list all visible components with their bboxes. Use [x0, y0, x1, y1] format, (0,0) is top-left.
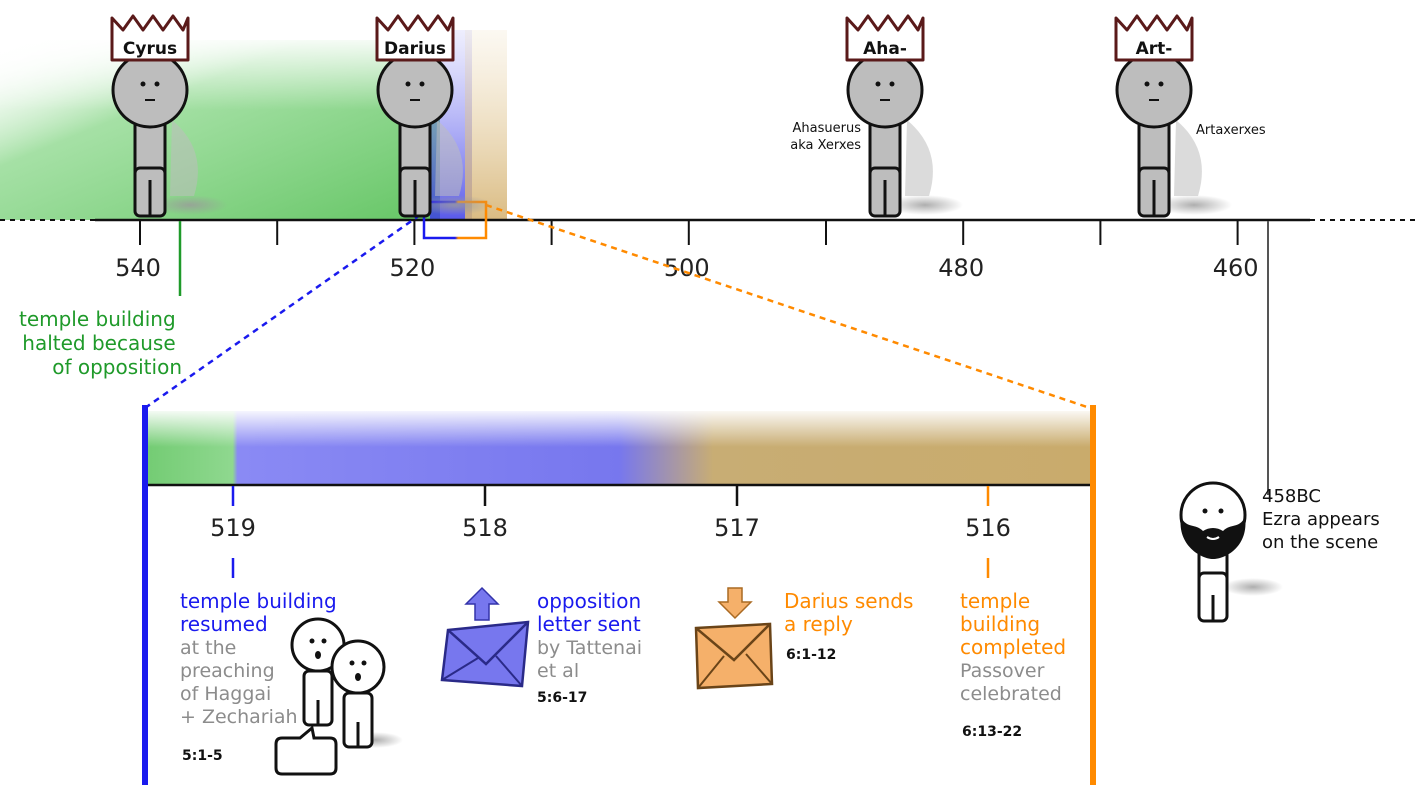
envelope-received-icon — [694, 587, 774, 690]
king-figure: Darius — [375, 14, 493, 218]
king-fullname-line: Ahasuerus — [793, 121, 862, 136]
king-crown-label: Art- — [1136, 39, 1173, 59]
king-shadow — [152, 195, 228, 215]
main-axis-tick-label: 480 — [938, 254, 984, 282]
zoom-connector-blue — [144, 213, 421, 410]
king-head — [846, 51, 924, 129]
main-timeline: 540 520 500 480 460 — [0, 218, 1415, 282]
king-head — [111, 51, 189, 129]
zoom-color-bar-fade — [148, 411, 1090, 447]
crown-icon — [375, 14, 455, 62]
speech-bubble-icon — [274, 725, 338, 776]
king-figure: Aha- Ahasuerus aka Xerxes — [790, 14, 963, 218]
zoom-axis-tick-label: 516 — [965, 514, 1011, 542]
main-axis-tick-label: 520 — [389, 254, 435, 282]
event-resumed-ref: 5:1-5 — [182, 748, 223, 764]
ezra-shadow — [1223, 578, 1283, 596]
zoom-connector-orange — [485, 203, 1091, 410]
zoom-panel: 519 518 517 516 temple building resumed at … — [142, 405, 1096, 785]
event-letter-detail: by Tattenai et al — [537, 637, 648, 682]
main-axis-tick-label: 540 — [115, 254, 161, 282]
king-head — [376, 51, 454, 129]
main-axis-tick-label: 460 — [1213, 254, 1259, 282]
king-crown-label: Aha- — [863, 39, 907, 59]
cyrus-period-shade-fade — [0, 40, 440, 110]
event-reply-title: Darius sends a reply — [784, 589, 920, 636]
envelope-sent-icon — [440, 586, 530, 688]
main-axis-tick-label: 500 — [664, 254, 710, 282]
king-crown-label: Darius — [384, 39, 446, 59]
completion-period-shade — [465, 30, 507, 220]
ezra-label-line: 458BC — [1262, 486, 1321, 507]
ezra-label-line: Ezra appears — [1262, 509, 1380, 530]
arrow-up-icon — [464, 586, 500, 621]
event-completed-ref: 6:13-22 — [962, 724, 1022, 740]
king-shadow — [1156, 195, 1232, 215]
king-crown-label: Cyrus — [123, 39, 177, 59]
halt-note-line: of opposition — [52, 355, 182, 379]
crown-icon — [110, 14, 190, 62]
halt-note-line: halted because — [22, 331, 175, 355]
king-figure: Art- Artaxerxes — [1114, 14, 1266, 218]
two-people-talking-icon — [274, 617, 403, 776]
zoom-axis-tick-label: 517 — [714, 514, 760, 542]
event-letter-ref: 5:6-17 — [537, 690, 587, 706]
period-shading — [0, 30, 507, 220]
zoom-axis-tick-label: 519 — [210, 514, 256, 542]
event-letter-title: opposition letter sent — [537, 589, 648, 636]
event-resumed-title: temple building resumed — [180, 589, 343, 636]
event-completed-title: temple building completed — [960, 589, 1066, 659]
ezra-label-line: on the scene — [1262, 532, 1378, 553]
event-completed-detail: Passover celebrated — [960, 660, 1062, 705]
halt-note-line: temple building — [19, 307, 176, 331]
crown-icon — [845, 14, 925, 62]
arrow-down-icon — [717, 587, 753, 620]
ezra-label: 458BC Ezra appears on the scene — [1262, 486, 1385, 553]
crown-icon — [1114, 14, 1194, 62]
king-fullname: Artaxerxes — [1196, 123, 1266, 138]
king-fullname: Ahasuerus aka Xerxes — [790, 121, 861, 153]
event-reply-ref: 6:1-12 — [786, 647, 836, 663]
king-shadow — [887, 195, 963, 215]
king-shadow — [417, 195, 493, 215]
ezra-figure — [1179, 481, 1283, 623]
king-figure: Cyrus — [110, 14, 228, 218]
king-head — [1115, 51, 1193, 129]
king-fullname-line: aka Xerxes — [790, 138, 861, 153]
halt-note: temple building halted because of opposi… — [19, 307, 182, 379]
zoom-axis-tick-label: 518 — [462, 514, 508, 542]
event-resumed-detail: at the preaching of Haggai + Zechariah — [180, 637, 298, 728]
